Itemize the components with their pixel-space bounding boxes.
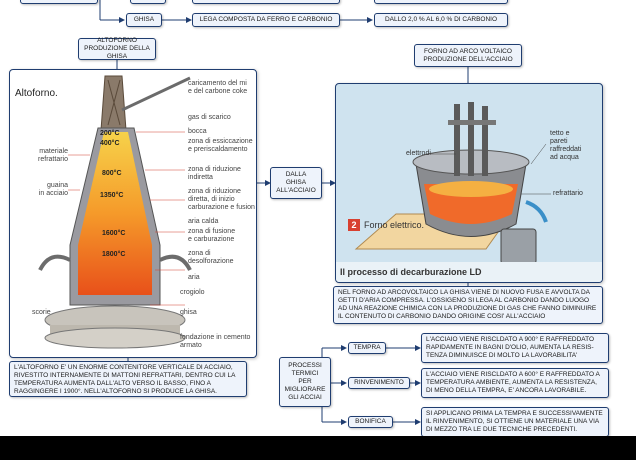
furnace-drawing — [38, 75, 192, 349]
arc-furnace-drawing — [336, 102, 602, 282]
label-essiccazione: zona di essiccazione e preriscaldamento — [188, 138, 253, 153]
dallo-node: DALLO 2,0 % AL 6,0 % DI CARBONIO — [374, 13, 508, 27]
ghisa-node: GHISA — [126, 13, 162, 27]
rinvenimento-label: RINVENIMENTO — [354, 379, 404, 386]
ghisa-label: GHISA — [133, 16, 155, 23]
arco-title-node: FORNO AD ARCO VOLTAICO PRODUZIONE DELL'A… — [414, 44, 522, 67]
bonifica-desc-node: SI APPLICANO PRIMA LA TEMPRA E SUCCESSIV… — [421, 407, 609, 437]
label-refrattario-arc: refrattario — [553, 190, 583, 197]
dalla-ghisa-node: DALLA GHISA ALL'ACCIAIO — [270, 167, 322, 199]
arco-title: FORNO AD ARCO VOLTAICO PRODUZIONE DELL'A… — [423, 47, 513, 63]
label-aria: aria — [188, 274, 200, 281]
altoforno-illustration: Altoforno. 200°C 400°C 800°C 1350°C 1600… — [9, 69, 257, 358]
figure-number: 2 — [351, 220, 357, 230]
tempra-desc: L'ACCIAIO VIENE RISCLDATO A 900° E RAFFR… — [426, 336, 595, 359]
top-mid-partial-box — [130, 0, 166, 4]
label-tetto-pareti: tetto e pareti raffreddati ad acqua — [550, 130, 582, 161]
label-fusione: zona di fusione e carburazione — [188, 228, 236, 243]
tempra-node: TEMPRA — [348, 342, 386, 354]
bonifica-label: BONIFICA — [355, 418, 386, 425]
rinvenimento-desc: L'ACCIAIO VIENE RISCLDATO A 600° E RAFFR… — [426, 371, 600, 394]
label-bocca: bocca — [188, 128, 207, 135]
altoforno-desc-text: L'ALTOFORNO E' UN ENORME CONTENITORE VER… — [14, 364, 236, 395]
tempra-label: TEMPRA — [353, 344, 381, 351]
temp-800: 800°C — [102, 170, 122, 177]
label-aria-calda: aria calda — [188, 218, 219, 225]
label-scorie: scorie — [32, 309, 51, 316]
temp-200: 200°C — [100, 130, 120, 137]
label-guaina: guaina in acciaio — [38, 182, 68, 197]
bonifica-node: BONIFICA — [348, 416, 393, 428]
temp-1800: 1800°C — [102, 251, 126, 258]
label-ghisa: ghisa — [180, 309, 197, 316]
label-fondazione: fondazione in cemento armato — [180, 334, 251, 349]
label-desolforazione: zona di desolforazione — [188, 250, 234, 265]
tempra-desc-node: L'ACCIAIO VIENE RISCLDATO A 900° E RAFFR… — [421, 333, 609, 363]
bonifica-desc: SI APPLICANO PRIMA LA TEMPRA E SUCCESSIV… — [426, 410, 603, 433]
arc-furnace-illustration: elettrodi tetto e pareti raffreddati ad … — [335, 83, 603, 283]
label-gas-scarico: gas di scarico — [188, 114, 231, 121]
altoforno-title-node: ALTOFORNO PRODUZIONE DELLA GHISA — [78, 37, 156, 60]
lega-node: LEGA COMPOSTA DA FERRO E CARBONIO — [192, 13, 340, 27]
lega-text: LEGA COMPOSTA DA FERRO E CARBONIO — [199, 16, 333, 23]
label-riduzione-diretta: zona di riduzione diretta, di inizio car… — [188, 188, 255, 211]
forno-elettrico-label: Forno elettrico. — [364, 220, 425, 230]
top-center-partial-box — [192, 0, 340, 4]
label-caricamento: caricamento del mi e del carbone coke — [188, 80, 248, 95]
dallo-text: DALLO 2,0 % AL 6,0 % DI CARBONIO — [384, 16, 498, 23]
label-crogiolo: crogiolo — [180, 289, 205, 296]
processi-node: PROCESSI TERMICI PER MIGLIORARE GLI ACCI… — [279, 357, 331, 407]
arc-desc-text: NEL FORNO AD ARCOVOLTAICO LA GHISA VIENE… — [338, 289, 597, 320]
altoforno-title: ALTOFORNO PRODUZIONE DELLA GHISA — [84, 37, 150, 60]
arc-desc-node: NEL FORNO AD ARCOVOLTAICO LA GHISA VIENE… — [333, 286, 603, 324]
top-left-partial-box — [20, 0, 98, 4]
dalla-ghisa-text: DALLA GHISA ALL'ACCIAIO — [276, 171, 316, 194]
temp-1600: 1600°C — [102, 230, 126, 237]
label-elettrodi: elettrodi — [406, 150, 431, 157]
label-materiale-refrattario: materiale refrattario — [38, 148, 68, 163]
label-riduzione-indiretta: zona di riduzione indiretta — [188, 166, 241, 181]
altoforno-heading: Altoforno. — [15, 88, 58, 99]
decarburazione-caption: Il processo di decarburazione LD — [340, 267, 482, 277]
temp-400: 400°C — [100, 140, 120, 147]
top-right-partial-box — [374, 0, 508, 4]
bottom-black-bar — [0, 436, 636, 460]
rinvenimento-desc-node: L'ACCIAIO VIENE RISCLDATO A 600° E RAFFR… — [421, 368, 609, 398]
rinvenimento-node: RINVENIMENTO — [348, 377, 410, 389]
altoforno-desc-node: L'ALTOFORNO E' UN ENORME CONTENITORE VER… — [9, 361, 247, 397]
temp-1350: 1350°C — [100, 192, 124, 199]
processi-text: PROCESSI TERMICI PER MIGLIORARE GLI ACCI… — [284, 362, 326, 401]
